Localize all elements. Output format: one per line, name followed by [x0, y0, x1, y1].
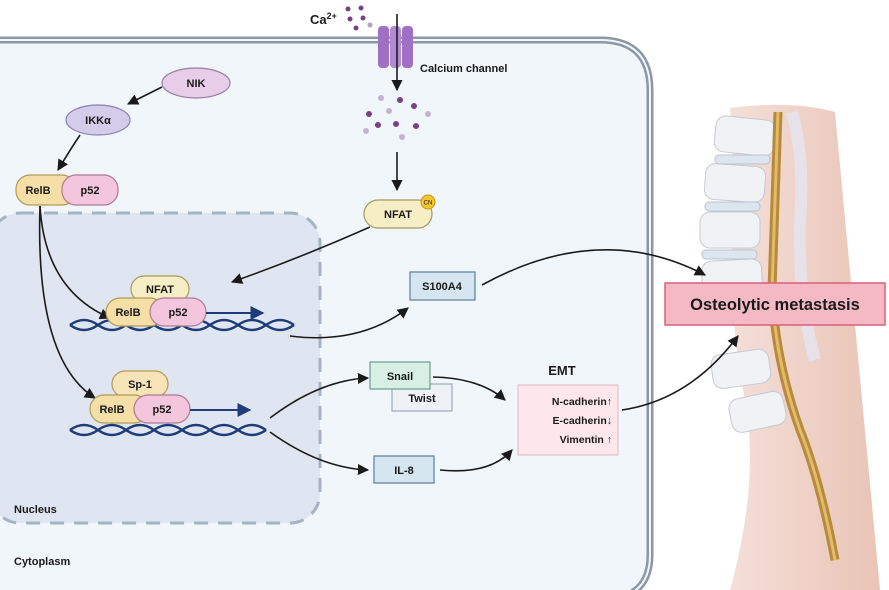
il8-box: IL-8 [373, 455, 435, 484]
svg-text:RelB: RelB [115, 307, 140, 319]
snail-box: Snail [369, 361, 431, 390]
cn-badge: CN [420, 194, 436, 210]
dna-to-s100a4-arrow [289, 307, 409, 339]
svg-text:Sp-1: Sp-1 [128, 379, 152, 391]
calcium-ion-label: Ca2+ [310, 11, 337, 27]
svg-text:IKKα: IKKα [85, 115, 111, 127]
svg-text:RelB: RelB [25, 185, 50, 197]
svg-text:p52: p52 [153, 404, 172, 416]
nucleus-label: Nucleus [14, 504, 57, 516]
svg-text:Snail: Snail [387, 371, 413, 383]
dna-to-il8-arrow [269, 431, 370, 476]
complex-to-nfat-promoter-arrow [39, 205, 112, 320]
s100a4-box: S100A4 [409, 271, 476, 301]
s100a4-to-metastasis-arrow [481, 249, 706, 286]
svg-text:NIK: NIK [187, 78, 206, 90]
svg-text:RelB: RelB [99, 404, 124, 416]
svg-text:Osteolytic metastasis: Osteolytic metastasis [690, 296, 860, 314]
dna-to-snail-arrow [269, 372, 370, 419]
calcium-channel-label: Calcium channel [420, 63, 507, 75]
emt-marker-n-cadherin: N-cadherin↑ [552, 396, 612, 408]
emt-title: EMT [548, 363, 576, 378]
nfat-translocation-arrow [230, 226, 371, 284]
nuclear-complex-sp1: Sp-1 RelB p52 [89, 370, 191, 424]
nuclear-complex-nfat: NFAT RelB p52 [105, 275, 207, 327]
svg-text:Twist: Twist [408, 393, 436, 405]
cytoplasm-label: Cytoplasm [14, 556, 70, 568]
complex-to-sp1-promoter-arrow [38, 205, 96, 399]
svg-text:IL-8: IL-8 [394, 465, 414, 477]
svg-text:NFAT: NFAT [384, 209, 412, 221]
ikka-to-complex-arrow [57, 134, 81, 171]
svg-text:S100A4: S100A4 [422, 281, 463, 293]
nik-to-ikka-arrow [126, 86, 163, 105]
emt-marker-vimentin: Vimentin ↑ [560, 434, 612, 446]
emt-marker-box: N-cadherin↑ E-cadherin↓ Vimentin ↑ [517, 384, 619, 456]
nfat-cytoplasm: NFAT [363, 199, 433, 229]
dna-strand-2 [69, 423, 267, 437]
svg-text:CN: CN [424, 201, 433, 207]
nucleus [0, 211, 322, 525]
relb-p52-cytoplasm: RelB p52 [15, 174, 119, 206]
calcium-ions-inside [363, 95, 431, 140]
svg-text:p52: p52 [81, 185, 100, 197]
ikka: IKKα [65, 104, 131, 136]
calcium-ions-outside [345, 5, 373, 31]
nik: NIK [161, 67, 231, 99]
emt-marker-e-cadherin: E-cadherin↓ [552, 415, 612, 427]
il8-to-emt-arrow [439, 449, 513, 472]
snail-to-emt-arrow [432, 376, 506, 401]
svg-text:NFAT: NFAT [146, 284, 174, 296]
svg-text:p52: p52 [169, 307, 188, 319]
spine-illustration [699, 104, 880, 590]
calcium-channel [378, 26, 413, 68]
osteolytic-metastasis-box: Osteolytic metastasis [664, 282, 886, 326]
emt-to-metastasis-arrow [621, 335, 739, 411]
